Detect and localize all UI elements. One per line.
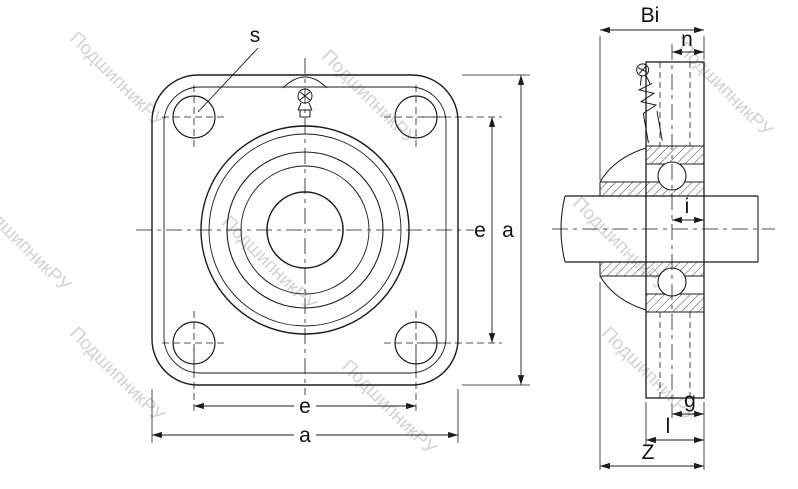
dim-a-vertical: a [462, 74, 530, 386]
dim-label-n: n [681, 28, 693, 51]
hidden-edges [659, 62, 691, 398]
grease-fitting-front [282, 76, 328, 118]
dim-label-g: g [684, 389, 696, 412]
dim-Bi: Bi [599, 4, 705, 180]
dim-i: i [672, 195, 704, 224]
front-view: s e a e [136, 24, 530, 447]
dim-s: s [197, 24, 261, 113]
dim-e-vertical: e [422, 116, 502, 344]
side-centerlines [552, 44, 775, 418]
grease-fitting-side [636, 63, 663, 144]
dim-label-l: l [666, 415, 671, 438]
bearing-section-lower [599, 261, 705, 313]
dim-label-a-horizontal: a [299, 424, 311, 447]
side-view: Bi n i g l [552, 4, 775, 470]
dim-label-a-vertical: a [502, 219, 514, 242]
dim-a-horizontal: a [151, 389, 459, 447]
dim-label-e-vertical: e [474, 219, 486, 242]
bearing-section-upper [599, 145, 705, 197]
dim-Z: Z [599, 282, 704, 470]
dim-label-Z: Z [642, 441, 655, 464]
front-centerlines [136, 58, 474, 404]
dim-label-e-horizontal: e [299, 395, 311, 418]
dim-label-Bi: Bi [641, 4, 660, 27]
dim-label-s: s [250, 24, 261, 47]
dim-e-horizontal: e [193, 349, 417, 418]
dim-g: g [672, 389, 705, 470]
dim-label-i: i [685, 195, 690, 218]
dim-n: n [672, 28, 704, 56]
dim-l: l [645, 402, 704, 446]
flange-plate-edge [645, 61, 705, 399]
